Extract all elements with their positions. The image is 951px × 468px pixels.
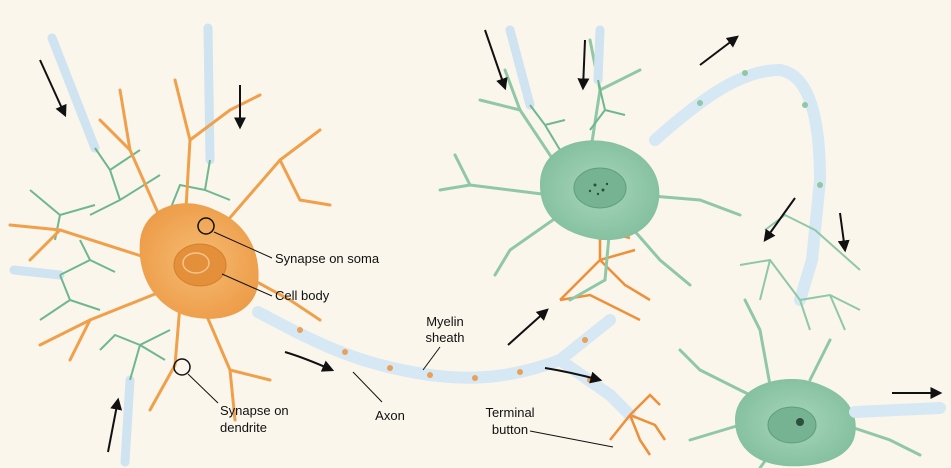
lower-neuron-axon: [855, 408, 940, 412]
green-nucleus-upper: [574, 168, 626, 208]
orange-nucleus: [174, 244, 226, 286]
label-myelin-line2: sheath: [425, 330, 464, 345]
label-synapse-on-dendrite-line1: Synapse on: [220, 403, 289, 418]
green-nucleus-lower: [768, 407, 816, 443]
label-cell-body: Cell body: [275, 288, 330, 303]
label-terminal-line2: button: [492, 422, 528, 437]
label-myelin-line1: Myelin: [426, 314, 464, 329]
label-axon: Axon: [375, 408, 405, 423]
label-synapse-on-soma: Synapse on soma: [275, 251, 380, 266]
label-synapse-on-dendrite-line2: dendrite: [220, 420, 267, 435]
label-terminal-line1: Terminal: [485, 405, 534, 420]
